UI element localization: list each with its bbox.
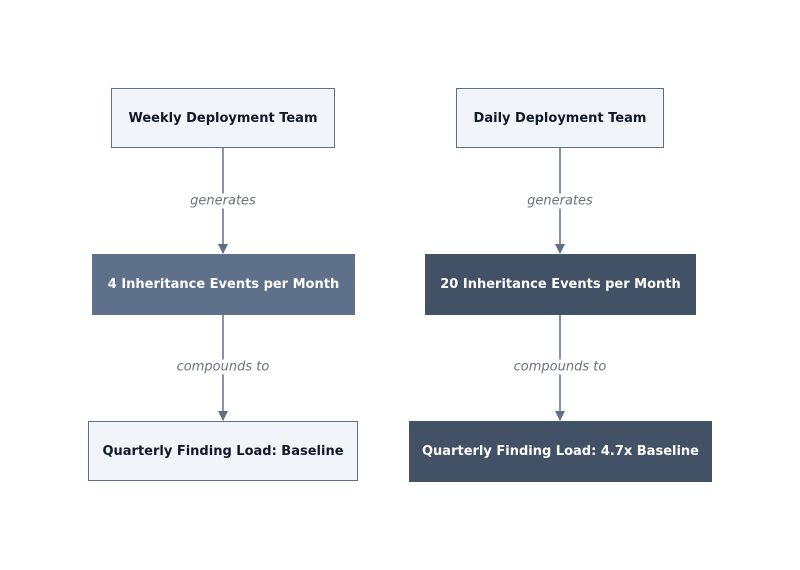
right-generates-label: generates — [524, 193, 596, 209]
left-generates-label: generates — [187, 193, 259, 209]
weekly-inheritance-events-node: 4 Inheritance Events per Month — [92, 254, 355, 315]
daily-inheritance-events-node: 20 Inheritance Events per Month — [425, 254, 696, 315]
daily-deployment-team-node: Daily Deployment Team — [456, 88, 664, 148]
right-compounds-label: compounds to — [510, 359, 610, 375]
left-compounds-label: compounds to — [173, 359, 273, 375]
weekly-deployment-team-node: Weekly Deployment Team — [111, 88, 335, 148]
weekly-quarterly-finding-load-node: Quarterly Finding Load: Baseline — [88, 421, 358, 481]
daily-quarterly-finding-load-node: Quarterly Finding Load: 4.7x Baseline — [409, 421, 712, 482]
